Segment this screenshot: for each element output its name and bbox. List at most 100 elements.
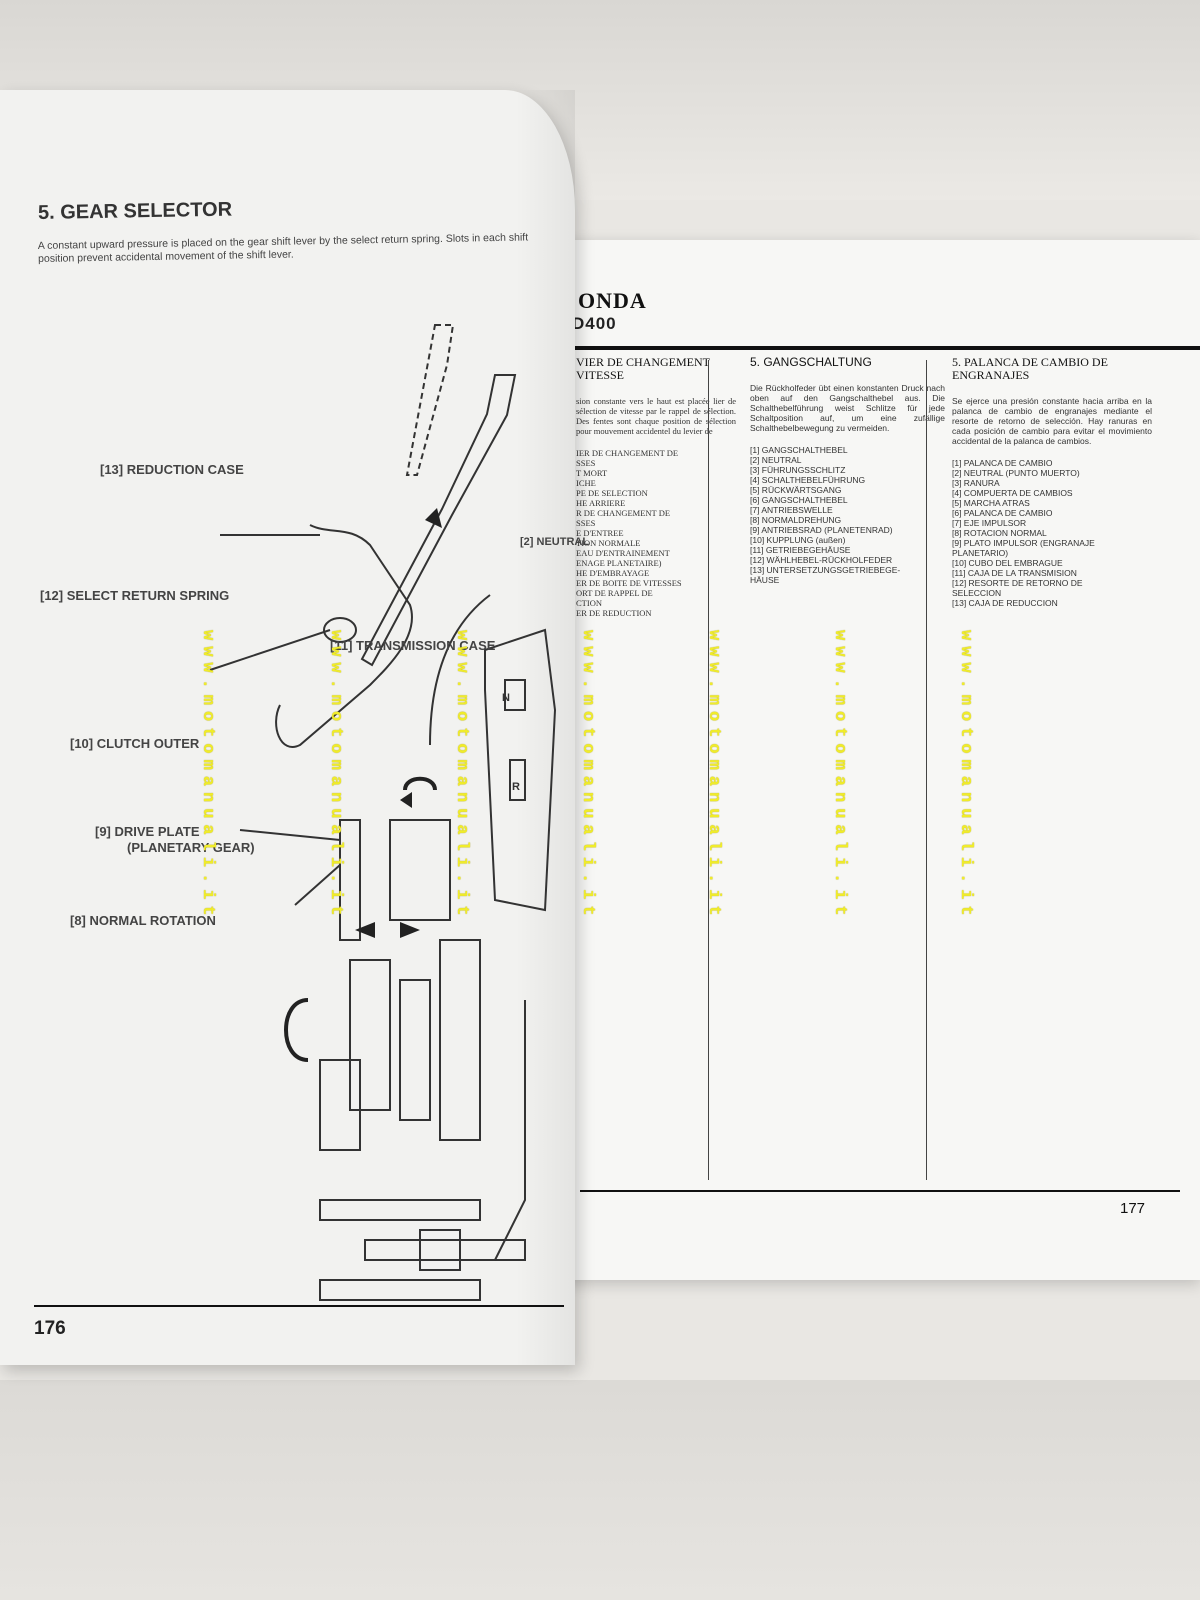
german-legend: [1] GANGSCHALTHEBEL [2] NEUTRAL [3] FÜHR…: [750, 445, 945, 585]
gate-n-label: N: [502, 692, 510, 704]
page-title: 5. GEAR SELECTOR: [37, 198, 233, 224]
shift-shaft-3: [319, 1279, 481, 1301]
legend-item: E D'ENTREE: [576, 528, 624, 538]
legend-item: [11] CAJA DE LA TRANSMISION: [952, 568, 1077, 578]
up-arrow-icon: [425, 508, 442, 528]
watermark: www.motomanuali.it: [198, 630, 217, 922]
legend-item: [4] SCHALTHEBELFÜHRUNG: [750, 475, 866, 485]
legend-item: [4] COMPUERTA DE CAMBIOS: [952, 488, 1073, 498]
french-column: VIER DE CHANGEMENT VITESSE sion constant…: [576, 352, 736, 619]
intro-text: A constant upward pressure is placed on …: [37, 231, 529, 265]
footer-rule: [580, 1190, 1180, 1192]
legend-item: [1] GANGSCHALTHEBEL: [750, 445, 848, 455]
clutch-outer: [339, 819, 361, 941]
legend-item: [6] PALANCA DE CAMBIO: [952, 508, 1053, 518]
page-number-left: 176: [34, 1318, 66, 1339]
legend-item: PE DE SELECTION: [576, 488, 648, 498]
legend-item: HE D'EMBRAYAGE: [576, 568, 650, 578]
return-spring-ring: [323, 617, 357, 643]
column-divider: [926, 360, 927, 1180]
legend-item: ICHE: [576, 478, 596, 488]
shift-shaft-2: [364, 1239, 526, 1261]
normal-rotation-icon: [283, 998, 309, 1062]
legend-item: SSES: [576, 518, 596, 528]
legend-item: T MORT: [576, 468, 608, 478]
legend-item: [10] KUPPLUNG (außen): [750, 535, 846, 545]
label-planetary-gear: (PLANETARY GEAR): [127, 840, 255, 855]
brand-logo: ONDA: [578, 288, 647, 313]
french-heading-line-1: VIER DE CHANGEMENT: [576, 355, 710, 369]
right-page: ONDA D400 VIER DE CHANGEMENT VITESSE sio…: [560, 240, 1200, 1280]
legend-item: [3] FÜHRUNGSSCHLITZ: [750, 465, 846, 475]
legend-item: SSES: [576, 458, 596, 468]
legend-item: TION NORMALE: [576, 538, 641, 548]
label-normal-rotation: [8] NORMAL ROTATION: [70, 913, 216, 928]
french-text: sion constante vers le haut est placée l…: [576, 396, 736, 436]
legend-item: [1] PALANCA DE CAMBIO: [952, 458, 1053, 468]
watermark: www.motomanuali.it: [830, 630, 849, 922]
legend-item: ER DE BOITE DE VITESSES: [576, 578, 682, 588]
legend-item: ORT DE RAPPEL DE: [576, 588, 653, 598]
gear-stack-3: [439, 939, 481, 1141]
gear-stack-4: [319, 1059, 361, 1151]
drive-plate: [389, 819, 451, 921]
gear-stack-1: [349, 959, 391, 1111]
shift-lever: [360, 374, 517, 667]
watermark: www.motomanuali.it: [704, 630, 723, 922]
label-transmission-case: [11] TRANSMISSION CASE: [330, 638, 496, 653]
legend-item: [2] NEUTRAL (PUNTO MUERTO): [952, 468, 1080, 478]
legend-item: [9] PLATO IMPULSOR (ENGRANAJE: [952, 538, 1095, 548]
spanish-column: 5. PALANCA DE CAMBIO DE ENGRANAJES Se ej…: [952, 352, 1152, 609]
model-name: D400: [572, 314, 617, 333]
legend-item: [8] ROTACION NORMAL: [952, 528, 1047, 538]
legend-item: HÄUSE: [750, 575, 780, 585]
french-heading: VIER DE CHANGEMENT VITESSE: [576, 356, 736, 382]
legend-item: HE ARRIERE: [576, 498, 626, 508]
footer-rule-left: [34, 1305, 564, 1307]
table-surface: [0, 1380, 1200, 1600]
german-heading: 5. GANGSCHALTUNG: [750, 355, 872, 369]
clutch-rotation-icon: [403, 776, 437, 791]
lever-dashed-outline: [405, 324, 455, 476]
legend-item: [12] RESORTE DE RETORNO DE: [952, 578, 1083, 588]
legend-item: [10] CUBO DEL EMBRAGUE: [952, 558, 1063, 568]
legend-item: R DE CHANGEMENT DE: [576, 508, 671, 518]
legend-item: [11] GETRIEBEGEHÄUSE: [750, 545, 851, 555]
legend-item: [13] UNTERSETZUNGSGETRIEBEGE-: [750, 565, 901, 575]
legend-item: ER DE REDUCTION: [576, 608, 652, 618]
german-column: 5. GANGSCHALTUNG Die Rückholfeder übt ei…: [750, 352, 945, 586]
legend-item: [7] ANTRIEBSWELLE: [750, 505, 833, 515]
legend-item: IER DE CHANGEMENT DE: [576, 448, 679, 458]
spanish-text: Se ejerce una presión constante hacia ar…: [952, 396, 1152, 446]
page-number-right: 177: [1120, 1200, 1146, 1217]
label-clutch-outer: [10] CLUTCH OUTER: [70, 736, 200, 751]
legend-item: CTION: [576, 598, 602, 608]
shift-arm: [494, 1000, 526, 1261]
legend-item: [5] RÜCKWÄRTSGANG: [750, 485, 842, 495]
legend-item: [5] MARCHA ATRAS: [952, 498, 1030, 508]
legend-item: [6] GANGSCHALTHEBEL: [750, 495, 848, 505]
leader-line: [239, 829, 341, 841]
case-curve: [429, 594, 491, 746]
leader-line: [294, 864, 341, 906]
watermark: www.motomanuali.it: [326, 630, 345, 922]
selector-gate: [484, 628, 557, 912]
column-divider: [708, 360, 709, 1180]
legend-item: ENAGE PLANETAIRE): [576, 558, 662, 568]
shift-fork: [419, 1229, 461, 1271]
left-page: 5. GEAR SELECTOR A constant upward press…: [0, 90, 589, 1365]
leader-line: [209, 629, 331, 671]
german-text: Die Rückholfeder übt einen konstanten Dr…: [750, 383, 945, 433]
legend-item: [2] NEUTRAL: [750, 455, 802, 465]
label-select-return-spring: [12] SELECT RETURN SPRING: [40, 588, 230, 603]
rotation-arrow-icon: [400, 792, 412, 808]
legend-item: [9] ANTRIEBSRAD (PLANETENRAD): [750, 525, 893, 535]
legend-item: [13] CAJA DE REDUCCION: [952, 598, 1058, 608]
gate-r-label: R: [512, 781, 520, 793]
legend-item: [3] RANURA: [952, 478, 1000, 488]
reduction-case-outline: [275, 524, 413, 748]
gear-selector-diagram: [2] NEUTRAL N R: [209, 324, 589, 1301]
legend-item: SELECCION: [952, 588, 1002, 598]
watermark: www.motomanuali.it: [578, 630, 597, 922]
spanish-legend: [1] PALANCA DE CAMBIO [2] NEUTRAL (PUNTO…: [952, 458, 1152, 608]
